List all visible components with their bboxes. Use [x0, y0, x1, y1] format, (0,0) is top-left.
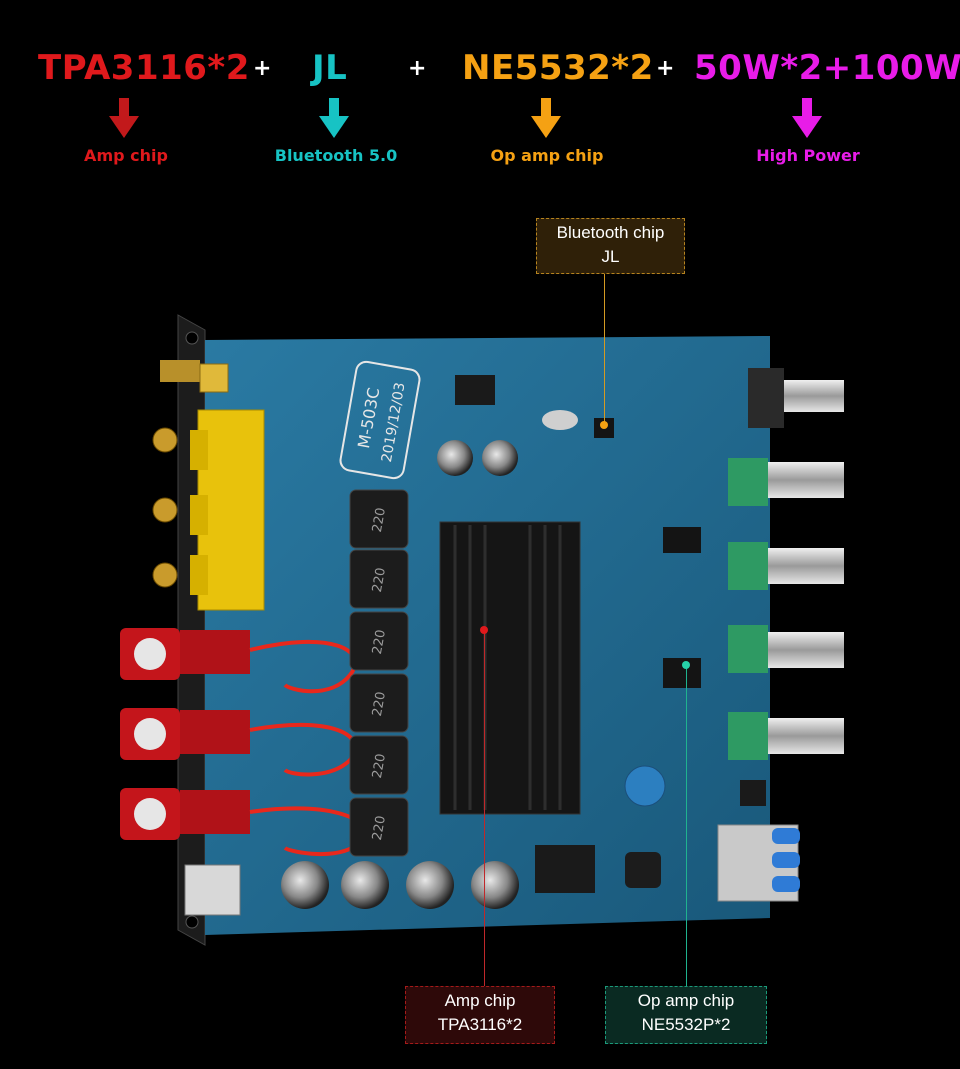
inductors [349, 489, 409, 857]
top-capacitors [437, 440, 518, 476]
feature-bt-subtitle: Bluetooth 5.0 [274, 146, 398, 165]
feature-bt-title: JL [312, 48, 348, 88]
opamp-chip [663, 527, 701, 553]
amp-callout: Amp chip TPA3116*2 [405, 986, 555, 1044]
amp-marker-dot [480, 626, 488, 634]
bluetooth-marker-dot [600, 421, 608, 429]
plus-sign: + [656, 56, 675, 81]
inductor-label: 220 [370, 629, 389, 656]
small-inductor [625, 852, 661, 888]
inductor-label: 220 [370, 815, 389, 842]
opamp-leader-line [686, 665, 687, 986]
feature-opamp-subtitle: Op amp chip [490, 146, 604, 165]
potentiometers [728, 368, 844, 760]
ir-receiver [740, 780, 766, 806]
feature-bt-title-wrap: JL [312, 48, 347, 88]
feature-amp-subtitle: Amp chip [84, 146, 168, 165]
rca-input-block [152, 409, 265, 611]
heatsink [439, 521, 581, 815]
antenna-connector [160, 360, 229, 393]
opamp-marker-dot [682, 661, 690, 669]
amp-callout-line1: Amp chip [444, 991, 516, 1010]
inductor-label: 220 [370, 691, 389, 718]
plus-sign: + [408, 56, 427, 81]
usb-port [717, 824, 800, 902]
feature-opamp-title-wrap: NE5532*2 [462, 48, 654, 88]
dc-jack [184, 864, 241, 916]
feature-power-title: 50W*2+100W [694, 48, 960, 88]
power-regulator [535, 845, 595, 893]
inductor-label: 220 [370, 753, 389, 780]
bluetooth-callout: Bluetooth chip JL [536, 218, 685, 274]
opamp-callout-line1: Op amp chip [637, 991, 735, 1010]
bottom-capacitors [281, 861, 519, 909]
inductor-label: 220 [370, 507, 389, 534]
speaker-terminals [120, 628, 250, 840]
opamp-callout: Op amp chip NE5532P*2 [605, 986, 767, 1044]
feature-power-title-wrap: 50W*2+100W [694, 48, 960, 88]
feature-power-subtitle: High Power [756, 146, 860, 165]
opamp-callout-line2: NE5532P*2 [641, 1015, 731, 1034]
arrow-down-icon [792, 98, 822, 138]
feature-amp-title: TPA3116*2 [38, 48, 250, 88]
bluetooth-callout-line1: Bluetooth chip [556, 223, 665, 242]
blue-capacitor [624, 765, 666, 807]
feature-opamp-title: NE5532*2 [462, 48, 654, 88]
arrow-down-icon [319, 98, 349, 138]
amp-callout-line2: TPA3116*2 [437, 1015, 523, 1034]
plus-sign: + [253, 56, 272, 81]
bluetooth-callout-line2: JL [601, 247, 620, 266]
bluetooth-leader-line [604, 273, 605, 423]
inductor-label: 220 [370, 567, 389, 594]
feature-amp-title-wrap: TPA3116*2 [38, 48, 250, 88]
arrow-down-icon [109, 98, 139, 138]
amp-leader-line [484, 630, 485, 986]
voltage-regulator [455, 375, 495, 405]
arrow-down-icon [531, 98, 561, 138]
crystal [542, 410, 578, 430]
